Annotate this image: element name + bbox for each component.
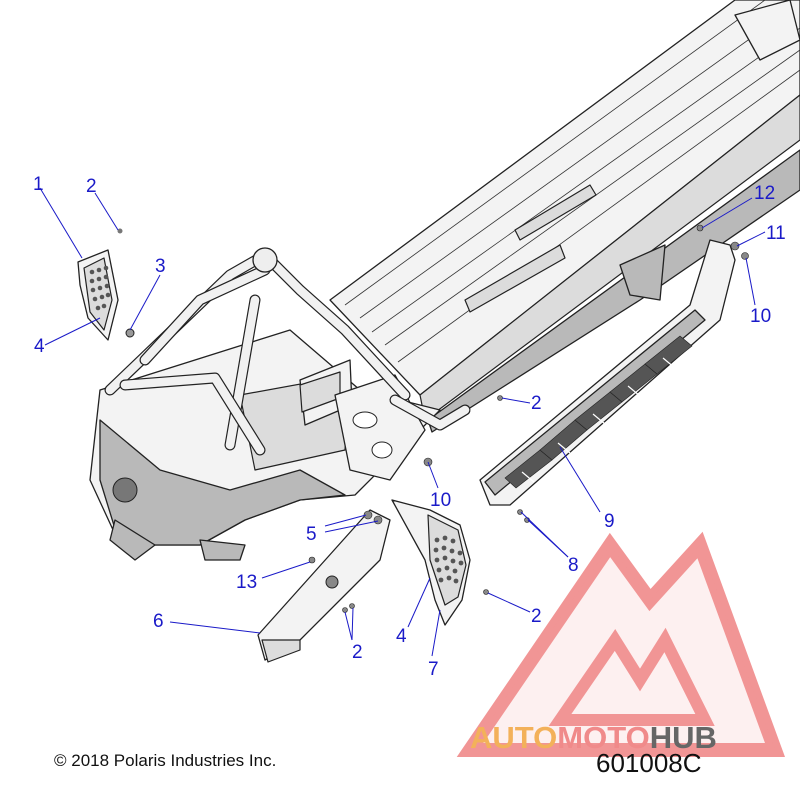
callout-8: 8 (568, 555, 579, 576)
left-side-panel (77, 228, 135, 341)
callout-13: 13 (236, 572, 257, 593)
right-side-panel (391, 499, 471, 626)
callout-10: 10 (750, 306, 771, 327)
callout-10: 10 (430, 490, 451, 511)
fasteners (308, 224, 749, 613)
callout-2: 2 (531, 393, 542, 414)
tube-frame (104, 247, 471, 456)
callout-12: 12 (754, 183, 775, 204)
copyright-text: © 2018 Polaris Industries Inc. (54, 751, 276, 770)
tunnel-assembly (329, 0, 800, 433)
watermark-text: AUTOMOTOHUB (470, 720, 717, 755)
lower-front-guard (257, 509, 391, 663)
callout-3: 3 (155, 256, 166, 277)
callout-6: 6 (153, 611, 164, 632)
leader-lines (39, 187, 766, 657)
callout-7: 7 (428, 659, 439, 680)
front-chassis (89, 329, 441, 561)
callout-11: 11 (766, 223, 786, 244)
watermark-logo (456, 531, 786, 757)
callout-1: 1 (33, 174, 44, 195)
callout-4: 4 (34, 336, 45, 357)
callout-5: 5 (306, 524, 317, 545)
diagram-number: 601008C (596, 748, 702, 778)
callout-4: 4 (396, 626, 407, 647)
callout-labels: 1 2 3 4 12 11 10 2 10 5 9 8 13 6 4 2 2 7 (33, 174, 786, 680)
callout-2: 2 (86, 176, 97, 197)
running-board (479, 239, 736, 506)
callout-2: 2 (352, 642, 363, 663)
callout-9: 9 (604, 511, 615, 532)
callout-2: 2 (531, 606, 542, 627)
